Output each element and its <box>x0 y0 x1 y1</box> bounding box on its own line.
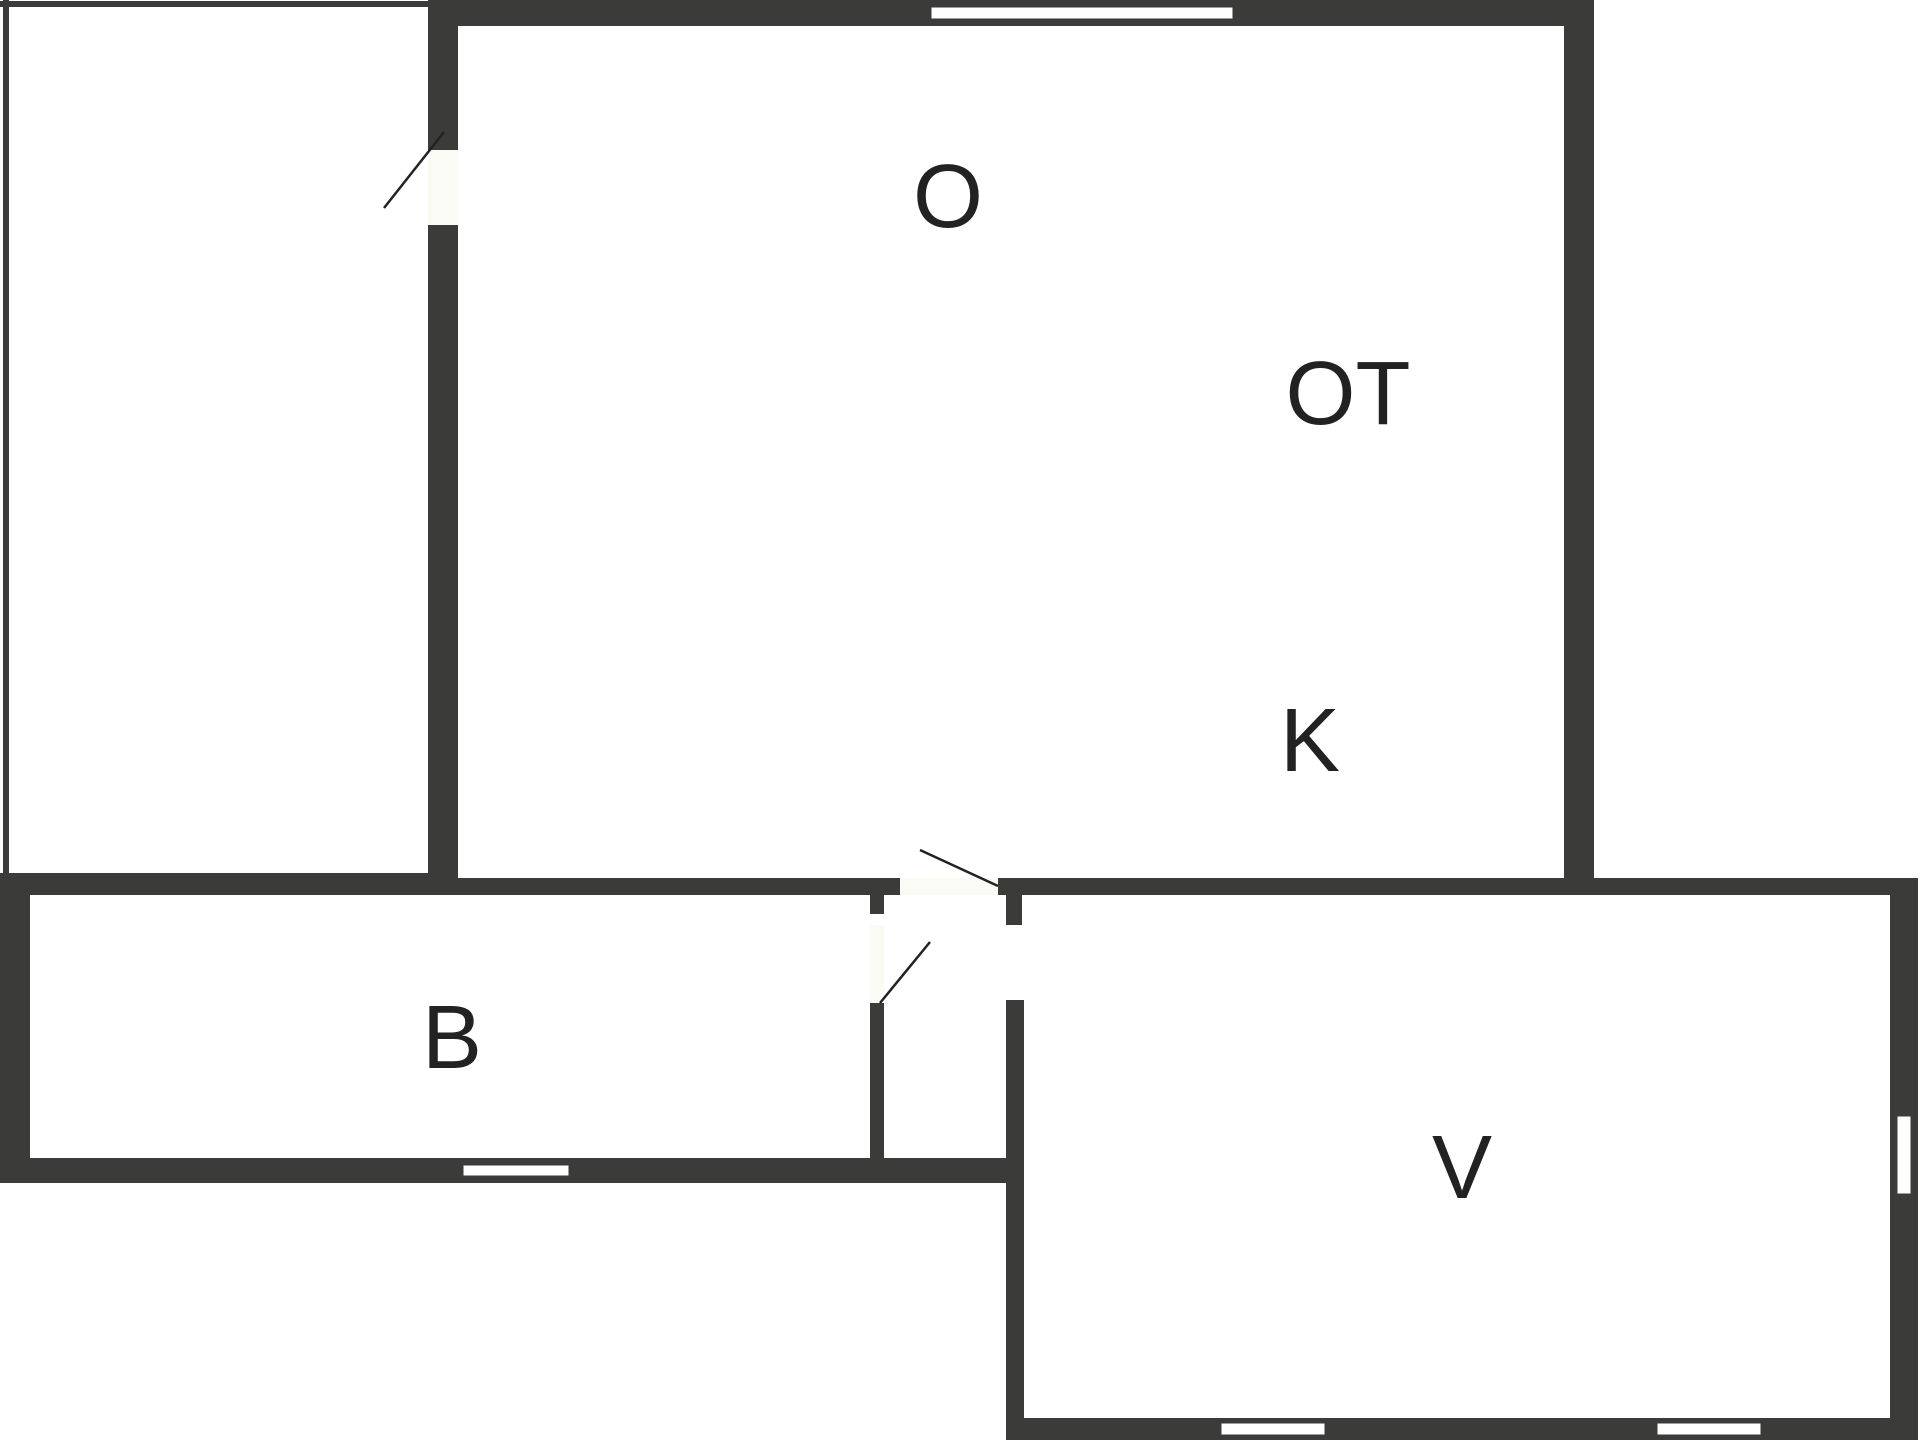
door-gap-main <box>900 878 998 895</box>
room-label-v: V <box>1432 1118 1492 1218</box>
b-room-walls <box>0 873 1022 1183</box>
windows <box>460 4 1914 1438</box>
room-label-ot: OT <box>1286 344 1411 444</box>
door-gap-b <box>870 925 884 1003</box>
door-swing-main <box>919 848 999 888</box>
door-swing-b <box>879 941 931 1004</box>
main-room-walls <box>428 0 1918 895</box>
side-annex <box>0 0 430 880</box>
window-v-bottom-2 <box>1654 1420 1764 1438</box>
room-label-k: K <box>1280 691 1340 791</box>
door-swing-annex <box>383 131 445 209</box>
window-b-bottom <box>460 1162 572 1179</box>
doors <box>383 131 999 1004</box>
window-v-bottom-1 <box>1218 1420 1328 1438</box>
door-gap-annex <box>428 150 458 225</box>
window-v-right <box>1894 1113 1914 1197</box>
room-label-o: O <box>913 147 983 247</box>
window-top <box>928 4 1236 22</box>
room-label-b: B <box>422 988 482 1088</box>
